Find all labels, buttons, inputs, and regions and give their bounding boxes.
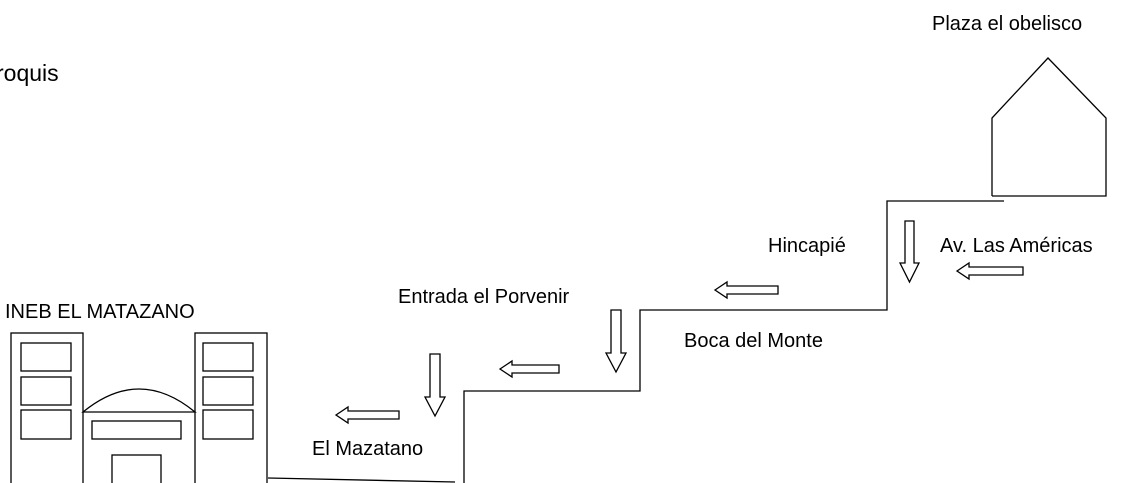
sketch-title: roquis [0,60,59,86]
street-label-entrada: Entrada el Porvenir [398,286,570,308]
arrow-left-porvenir-icon [498,359,560,379]
route-line [463,200,1004,483]
origin-label: INEB EL MATAZANO [5,301,195,323]
arrow-left-boca-icon [713,280,779,300]
arrow-down-entrada-icon [604,309,628,374]
arrow-left-mazatano-icon [334,405,400,425]
destination-label: Plaza el obelisco [932,13,1083,35]
street-label-mazatano: El Mazatano [312,438,424,460]
route-bottom-line [267,477,456,483]
street-label-hincapie: Hincapié [768,235,846,257]
arrow-left-americas-icon [955,261,1024,281]
ineb-building [10,332,268,483]
plaza-obelisco-house [991,57,1107,197]
street-label-boca: Boca del Monte [684,330,823,352]
arrow-down-mazatano-icon [423,353,447,418]
street-label-americas: Av. Las Américas [940,235,1093,257]
arrow-down-hincapie-icon [898,220,921,284]
